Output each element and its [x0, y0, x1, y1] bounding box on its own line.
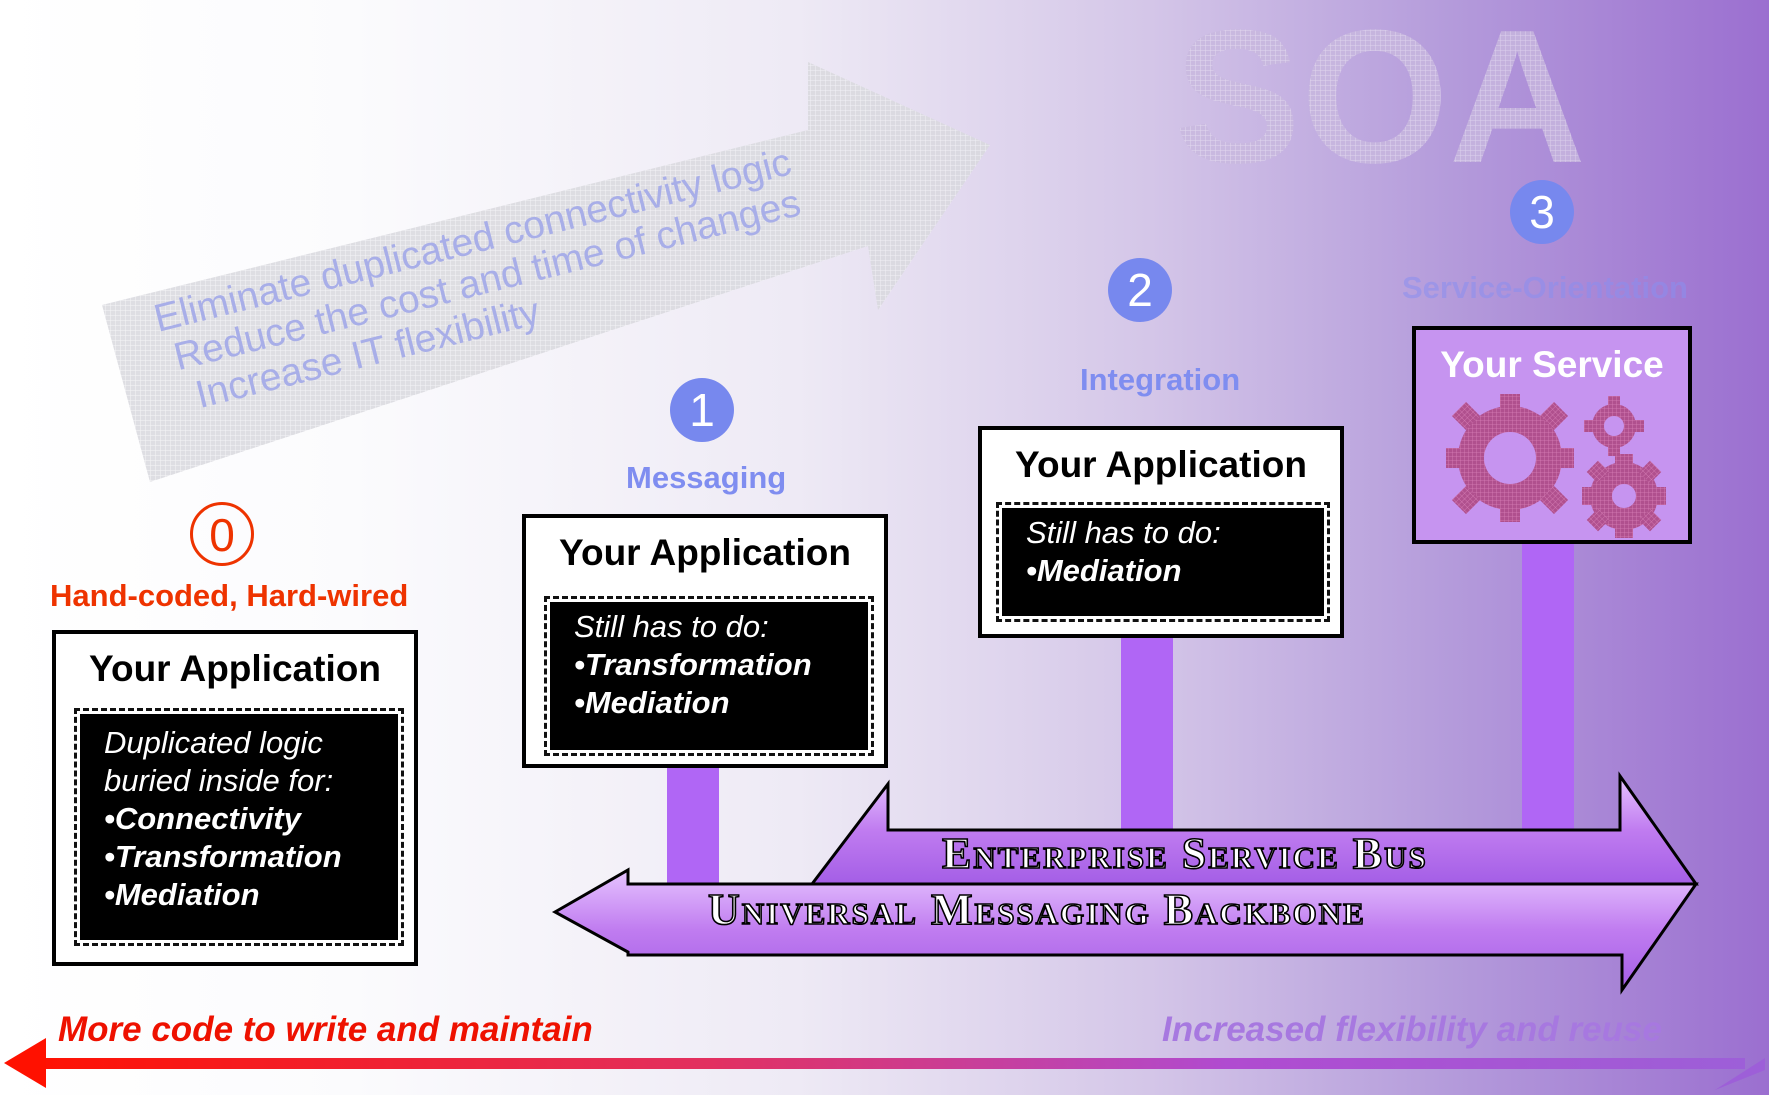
stage-0-app-box: Your Application Duplicated logic buried…	[52, 630, 418, 966]
stage-0-line-1: Duplicated logic	[104, 725, 323, 760]
stage-2-app-box: Your Application Still has to do: •Media…	[978, 426, 1344, 638]
stage-0-app-title: Your Application	[89, 648, 381, 689]
stage-3-service-box: Your Service	[1412, 326, 1692, 544]
stage-1-app-box: Your Application Still has to do: •Trans…	[522, 514, 888, 768]
stage-1-app-title: Your Application	[559, 532, 851, 573]
stage-2-badge: 2	[1108, 258, 1172, 322]
stage-0-item-mediation: •Mediation	[104, 877, 260, 912]
stage-2-app-title: Your Application	[1015, 444, 1307, 485]
stage-1-logic-box: Still has to do: •Transformation •Mediat…	[544, 596, 874, 756]
stage-3-service-title: Your Service	[1440, 344, 1664, 385]
esb-label: Enterprise Service Bus	[941, 828, 1428, 879]
more-code-caption: More code to write and maintain	[58, 1010, 593, 1049]
benefits-arrow-shape	[102, 62, 990, 482]
flexibility-caption: Increased flexibility and reuse	[1162, 1010, 1662, 1049]
axis-right-arrowhead	[1715, 1058, 1765, 1090]
stage-1-item-mediation: •Mediation	[574, 685, 730, 720]
stage-0-line-2: buried inside for:	[104, 763, 334, 798]
stage-3-pole	[1522, 540, 1574, 836]
stage-0-logic-box: Duplicated logic buried inside for: •Con…	[74, 708, 404, 946]
stage-1-item-transformation: •Transformation	[574, 647, 812, 682]
axis-left-arrowhead	[4, 1038, 46, 1088]
stage-2-logic-box: Still has to do: •Mediation	[996, 502, 1330, 622]
progress-axis-line	[20, 1058, 1745, 1069]
stage-0-item-connectivity: •Connectivity	[104, 801, 301, 836]
gears-icon	[1446, 394, 1666, 538]
backbone-label: Universal Messaging Backbone	[707, 884, 1366, 935]
stage-0-item-transformation: •Transformation	[104, 839, 342, 874]
esb-label-text: Enterprise Service Bus	[941, 828, 1428, 879]
stage-3-label: Service-Orientation	[1402, 270, 1688, 305]
stage-3-badge: 3	[1510, 180, 1574, 244]
stage-2-label: Integration	[1080, 362, 1241, 397]
backbone-label-text: Universal Messaging Backbone	[707, 884, 1366, 935]
soa-watermark: SOA	[1174, 0, 1586, 203]
stage-1-line-1: Still has to do:	[574, 609, 769, 644]
stage-2-line-1: Still has to do:	[1026, 515, 1221, 550]
backbone-arrow	[551, 867, 1699, 995]
stage-1-badge: 1	[670, 378, 734, 442]
stage-0-badge: 0	[190, 502, 254, 566]
stage-2-pole	[1121, 636, 1173, 836]
stage-1-label: Messaging	[626, 460, 787, 495]
stage-1-pole	[667, 764, 719, 894]
stage-2-item-mediation: •Mediation	[1026, 553, 1182, 588]
stage-0-label: Hand-coded, Hard-wired	[50, 578, 409, 613]
